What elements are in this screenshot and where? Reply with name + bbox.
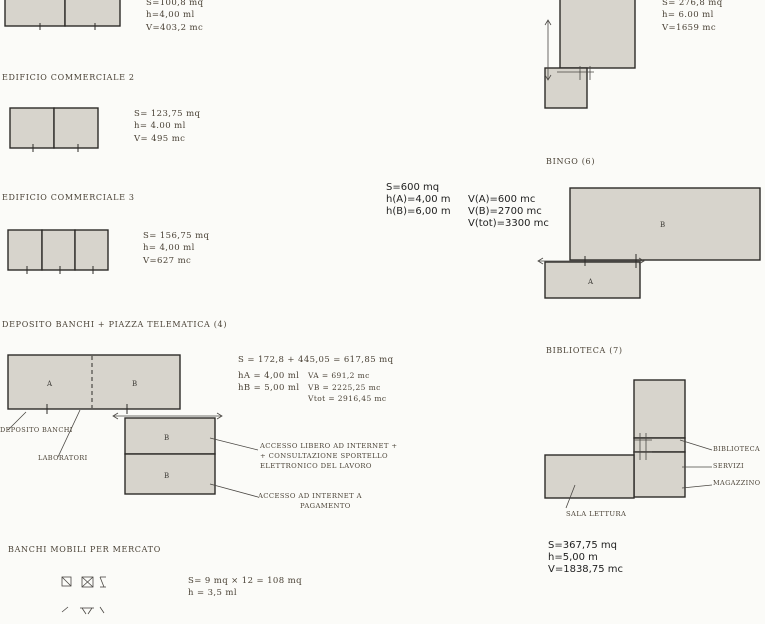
top-right-annex-block [544, 67, 588, 109]
bingo-area: S=600 mq [386, 182, 440, 193]
edificio-2-unit-left [9, 107, 55, 149]
biblioteca-note-sala: SALA LETTURA [566, 510, 627, 518]
deposito-note-laboratori: LABORATORI [38, 454, 88, 462]
banchi-title: BANCHI MOBILI PER MERCATO [8, 545, 161, 554]
top-right-area: S= 276,8 mq [662, 0, 723, 8]
banchi-mobili-icons [61, 576, 106, 615]
bingo-volume-a: V(A)=600 mc [468, 194, 536, 205]
edificio-2-title: EDIFICIO COMMERCIALE 2 [2, 73, 135, 82]
deposito-label-b: B [132, 380, 137, 388]
edificio-1-volume: V=403,2 mc [146, 22, 204, 33]
deposito-area: S = 172,8 + 445,05 = 617,85 mq [238, 355, 394, 365]
top-right-plan [544, 0, 636, 109]
bingo-volume-tot: V(tot)=3300 mc [468, 218, 549, 229]
edificio-2-unit-right [53, 107, 99, 149]
bingo-height-a: h(A)=4,00 m [386, 194, 451, 205]
edificio-1-unit-right [64, 0, 121, 27]
edificio-2-plan [9, 107, 99, 152]
edificio-2-height: h= 4.00 ml [134, 121, 186, 132]
deposito-volumes: VA = 691,2 mc VB = 2225,25 mc Vtot = 291… [308, 370, 387, 405]
deposito-volume-a: VA = 691,2 mc [308, 371, 370, 380]
edificio-3-plan [7, 229, 109, 274]
edificio-3-height: h= 4,00 ml [143, 243, 195, 254]
bingo-title: BINGO (6) [546, 157, 596, 166]
biblioteca-note-magazzino: MAGAZZINO [713, 479, 761, 487]
biblioteca-block-sala [544, 454, 635, 499]
biblioteca-values: S=367,75 mq h=5,00 m V=1838,75 mc [548, 540, 623, 576]
top-right-height: h= 6.00 ml [662, 10, 714, 21]
bingo-plan: B A [537, 187, 761, 299]
biblioteca-note-biblioteca: BIBLIOTECA [713, 445, 761, 453]
banchi-area: S= 9 mq × 12 = 108 mq [188, 576, 302, 586]
bingo-volume-b: V(B)=2700 mc [468, 206, 542, 217]
top-right-values: S= 276,8 mq h= 6.00 ml V=1659 mc [662, 0, 723, 34]
deposito-height-a: hA = 4,00 ml [238, 371, 300, 381]
top-right-main-block [559, 0, 636, 69]
accesso-libero-line-2: + CONSULTAZIONE SPORTELLO [260, 452, 388, 461]
edificio-3-unit-3 [74, 229, 109, 271]
top-right-volume: V=1659 mc [662, 22, 717, 33]
bingo-block-a [544, 261, 641, 299]
edificio-1-height: h=4,00 ml [146, 10, 195, 21]
deposito-volume-b: VB = 2225,25 mc [308, 382, 381, 392]
deposito-note-deposito: DEPOSITO BANCHI [0, 426, 73, 434]
deposito-label-b2: B [164, 434, 169, 442]
deposito-heights: hA = 4,00 ml hB = 5,00 ml [238, 370, 299, 395]
edificio-1-values: S=100,8 mq h=4,00 ml V=403,2 mc [146, 0, 203, 34]
deposito-label-b3: B [164, 472, 169, 480]
biblioteca-height: h=5,00 m [548, 552, 598, 563]
edificio-3-title: EDIFICIO COMMERCIALE 3 [2, 193, 135, 202]
deposito-label-a: A [46, 380, 53, 388]
deposito-note-accesso-pagamento: ACCESSO AD INTERNET A PAGAMENTO [258, 492, 362, 511]
accesso-libero-line-1: ACCESSO LIBERO AD INTERNET + [260, 442, 398, 450]
banchi-values: S= 9 mq × 12 = 108 mq h = 3,5 ml [188, 575, 302, 600]
edificio-2-area: S= 123,75 mq [134, 109, 201, 119]
biblioteca-block-main [633, 379, 686, 439]
biblioteca-plan [544, 379, 713, 509]
accesso-pagamento-line-2: PAGAMENTO [300, 501, 351, 510]
deposito-height-b: hB = 5,00 ml [238, 383, 300, 394]
edificio-3-unit-2 [41, 229, 76, 271]
deposito-block-b-upper [124, 417, 216, 455]
biblioteca-note-servizi: SERVIZI [713, 462, 745, 470]
edificio-1-area: S=100,8 mq [146, 0, 204, 8]
edificio-3-area: S= 156,75 mq [143, 231, 210, 241]
deposito-block-b-lower [124, 453, 216, 495]
bingo-height-b: h(B)=6,00 m [386, 206, 451, 217]
edificio-3-unit-1 [7, 229, 43, 271]
bingo-label-a: A [587, 278, 594, 286]
biblioteca-area: S=367,75 mq [548, 540, 617, 551]
biblioteca-volume: V=1838,75 mc [548, 564, 623, 575]
deposito-note-accesso-libero: ACCESSO LIBERO AD INTERNET + + CONSULTAZ… [260, 441, 397, 472]
biblioteca-block-magazzino [633, 451, 686, 498]
bingo-volumes: V(A)=600 mc V(B)=2700 mc V(tot)=3300 mc [468, 194, 549, 230]
edificio-3-volume: V=627 mc [143, 255, 192, 266]
deposito-block-ab [7, 354, 181, 410]
edificio-2-volume: V= 495 mc [134, 133, 186, 144]
accesso-libero-line-3: ELETTRONICO DEL LAVORO [260, 462, 372, 471]
deposito-volume-tot: Vtot = 2916,45 mc [308, 394, 387, 404]
biblioteca-title: BIBLIOTECA (7) [546, 346, 623, 355]
bingo-heights: h(A)=4,00 m h(B)=6,00 m [386, 194, 451, 218]
edificio-2-values: S= 123,75 mq h= 4.00 ml V= 495 mc [134, 108, 200, 145]
deposito-plan: A B B B [7, 354, 259, 498]
edificio-1-unit-left [4, 0, 66, 27]
edificio-3-values: S= 156,75 mq h= 4,00 ml V=627 mc [143, 230, 209, 267]
bingo-label-b: B [660, 221, 665, 229]
banchi-height: h = 3,5 ml [188, 588, 237, 599]
deposito-title: DEPOSITO BANCHI + PIAZZA TELEMATICA (4) [2, 320, 228, 329]
bingo-block-b [569, 187, 761, 261]
edificio-1-plan [4, 0, 121, 30]
accesso-pagamento-line-1: ACCESSO AD INTERNET A [258, 492, 362, 500]
